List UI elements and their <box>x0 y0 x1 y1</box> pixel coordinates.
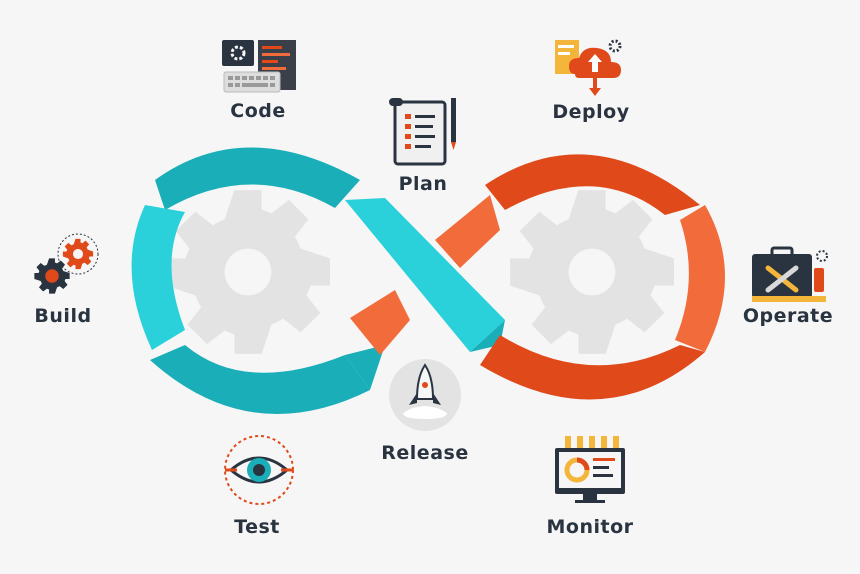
cross-arrow-orange-lower <box>350 290 410 355</box>
right-loop-top-arc <box>485 154 700 215</box>
cross-arrow-orange-upper <box>435 195 500 268</box>
stage-label-monitor: Monitor <box>546 516 633 538</box>
right-loop <box>350 154 725 400</box>
cloud-upload-icon <box>555 39 622 96</box>
left-big-gear <box>166 190 330 354</box>
left-loop-top-arc <box>155 147 360 210</box>
right-loop-bottom-arc <box>480 335 705 400</box>
checklist-scroll-icon <box>389 98 456 166</box>
cross-band-teal <box>345 198 505 352</box>
stage-label-plan: Plan <box>399 173 448 195</box>
stage-label-build: Build <box>34 305 91 327</box>
toolbox-icon <box>752 246 828 302</box>
gears-icon <box>34 233 99 294</box>
right-loop-right-arc <box>675 205 725 352</box>
stage-label-code: Code <box>230 100 285 122</box>
stage-label-release: Release <box>381 442 468 464</box>
dashboard-monitor-icon <box>555 436 625 503</box>
left-loop-arrow-head <box>345 345 385 390</box>
stage-label-test: Test <box>234 516 280 538</box>
left-loop <box>131 147 505 414</box>
stage-label-deploy: Deploy <box>552 101 629 123</box>
code-editor-icon <box>222 40 296 93</box>
stage-label-operate: Operate <box>743 305 833 327</box>
eye-target-icon <box>224 435 294 505</box>
right-big-gear <box>510 190 674 354</box>
left-loop-bottom-arc <box>150 345 370 414</box>
rocket-icon <box>389 359 461 431</box>
left-loop-left-arc <box>131 205 185 350</box>
